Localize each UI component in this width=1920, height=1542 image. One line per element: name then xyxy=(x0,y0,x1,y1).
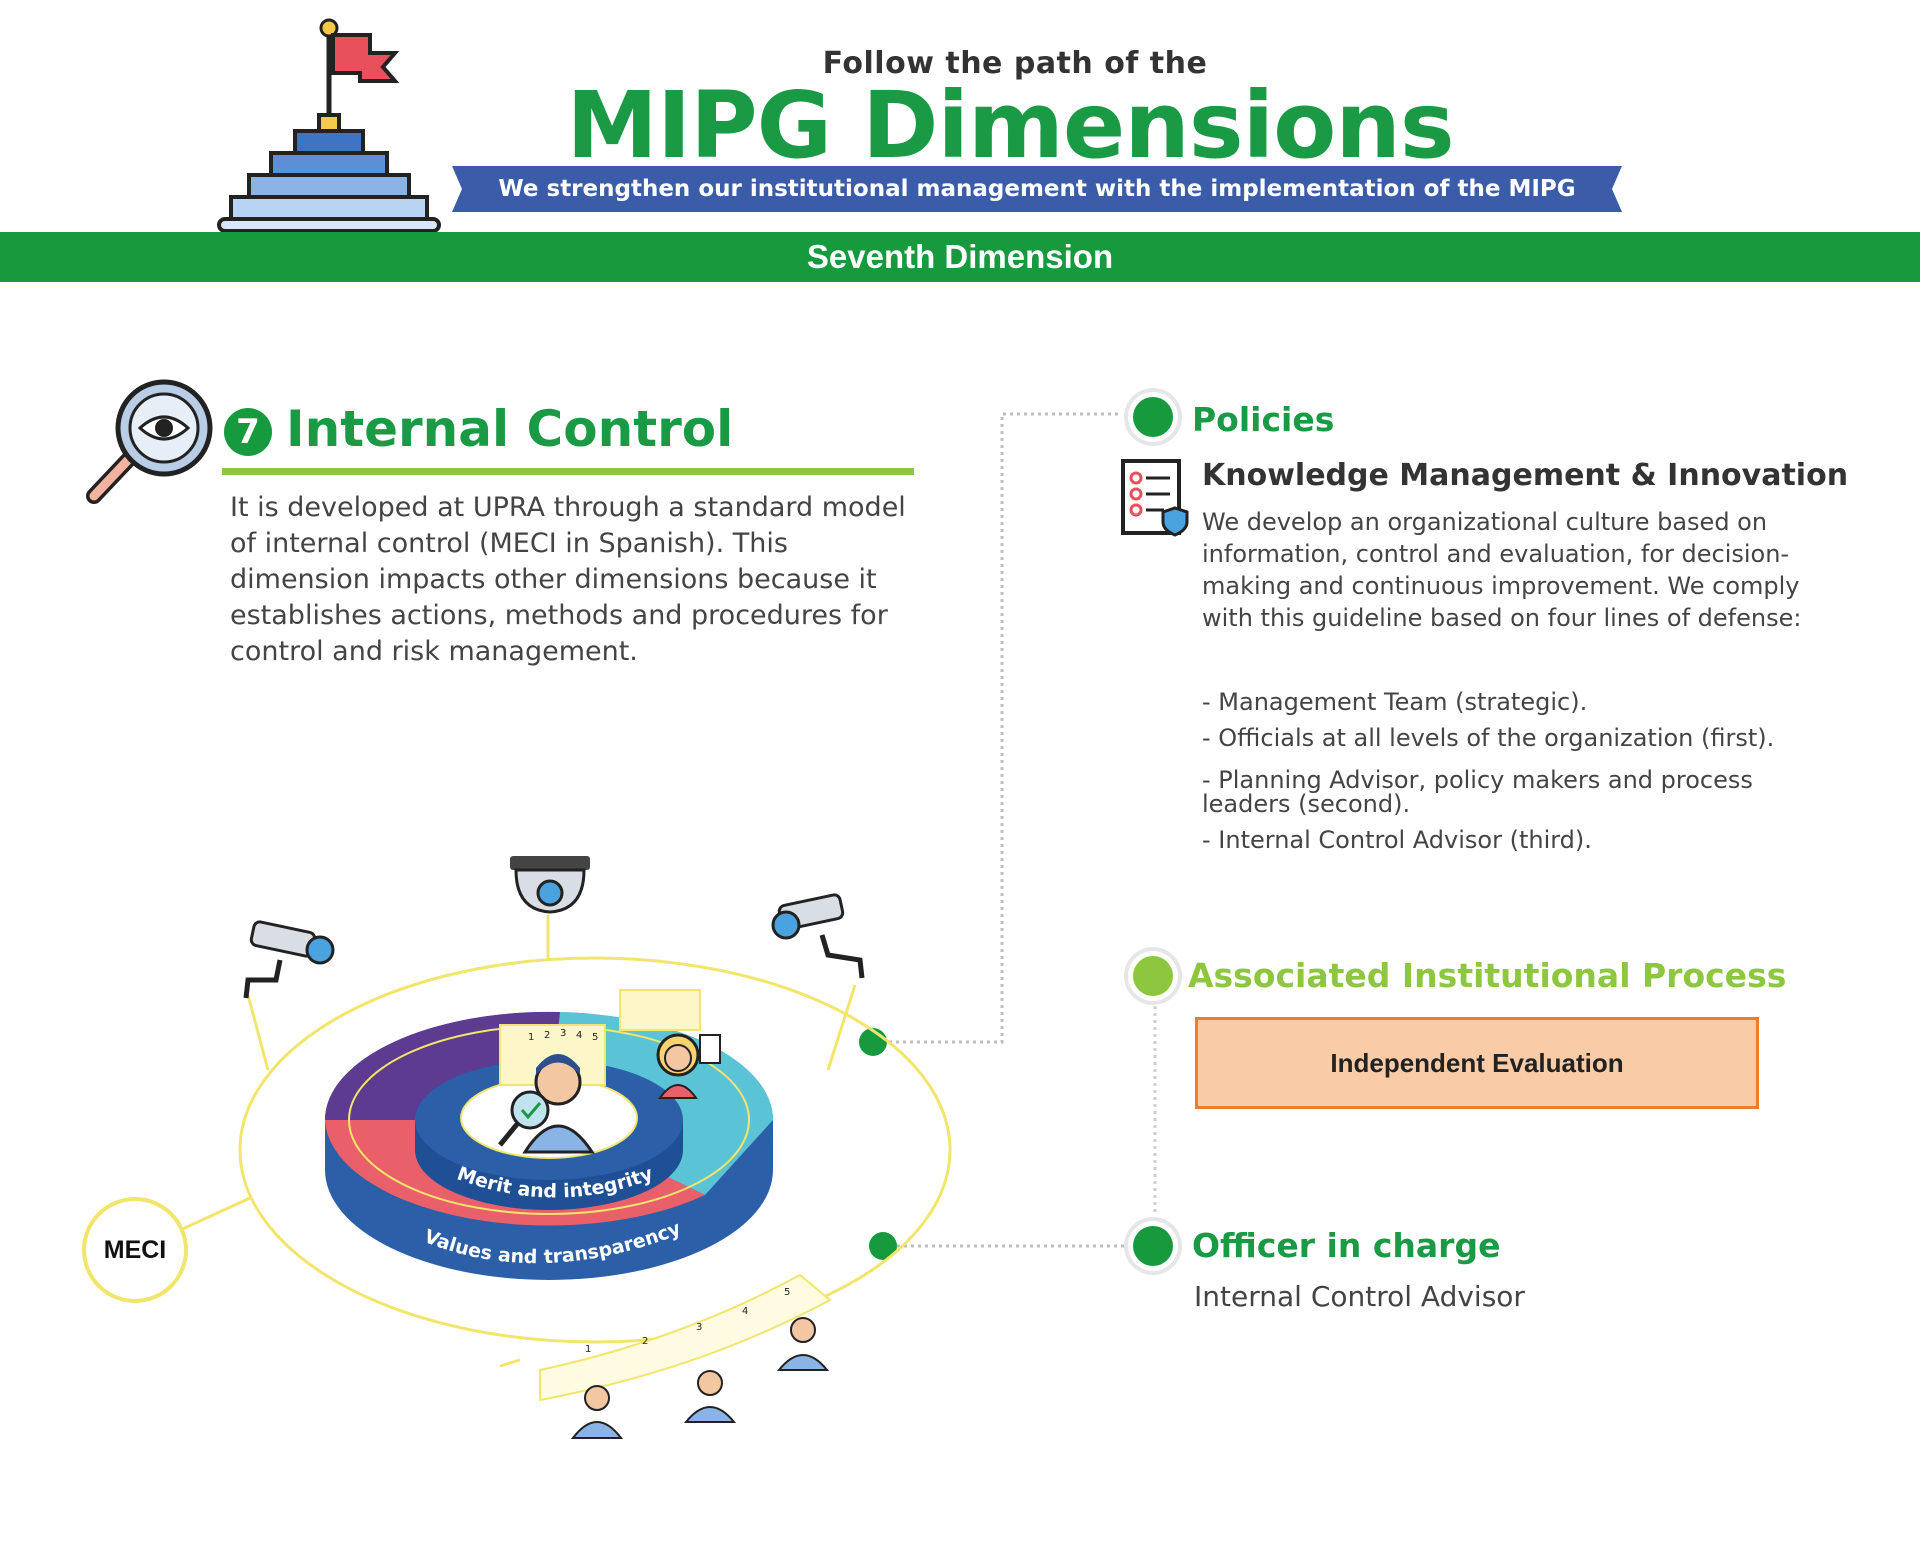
header-title: MIPG Dimensions xyxy=(566,72,1454,179)
outer-ellipse xyxy=(238,956,952,1344)
connector-dot-officer xyxy=(869,1232,897,1260)
security-camera-right-icon xyxy=(771,893,865,979)
svg-text:2: 2 xyxy=(642,1336,648,1347)
policy-name: Knowledge Management & Innovation xyxy=(1202,458,1849,493)
dimension-bar xyxy=(0,232,1920,282)
svg-text:1: 1 xyxy=(528,1032,534,1043)
meci-circle xyxy=(82,1197,188,1303)
defense-line-3: - Planning Advisor, policy makers and pr… xyxy=(1202,766,1753,818)
dimension-number: 7 xyxy=(224,408,272,456)
dome-camera-icon xyxy=(510,856,590,914)
officer-title: Officer in charge xyxy=(1192,1226,1501,1265)
svg-text:4: 4 xyxy=(742,1306,748,1317)
officer-name: Internal Control Advisor xyxy=(1194,1280,1525,1313)
process-name: Independent Evaluation xyxy=(1330,1048,1624,1078)
defense-line-1: - Management Team (strategic). xyxy=(1202,688,1588,716)
title-underline xyxy=(222,468,914,475)
policy-description: We develop an organizational culture bas… xyxy=(1202,508,1802,632)
person-icon-1 xyxy=(570,1385,624,1439)
header-ribbon xyxy=(452,166,1622,212)
header-ribbon-text: We strengthen our institutional manageme… xyxy=(498,176,1576,202)
person-icon-2 xyxy=(683,1370,737,1423)
svg-text:5: 5 xyxy=(592,1032,598,1043)
policies-title: Policies xyxy=(1192,400,1335,439)
svg-text:1: 1 xyxy=(585,1344,591,1355)
internal-control-description: It is developed at UPRA through a standa… xyxy=(230,492,906,667)
svg-text:4: 4 xyxy=(576,1030,582,1041)
svg-text:5: 5 xyxy=(784,1287,790,1298)
svg-text:3: 3 xyxy=(560,1028,566,1039)
person-icon-3 xyxy=(776,1317,830,1371)
process-box xyxy=(1195,1017,1759,1109)
security-camera-left-icon xyxy=(243,920,335,999)
header-subtitle: Follow the path of the xyxy=(822,46,1208,81)
person-magnifier-icon xyxy=(498,1054,595,1154)
internal-control-title: Internal Control xyxy=(286,400,734,458)
defense-line-2: - Officials at all levels of the organiz… xyxy=(1202,724,1775,752)
pyramid-flag-icon xyxy=(217,18,441,233)
process-title: Associated Institutional Process xyxy=(1188,956,1787,995)
svg-text:3: 3 xyxy=(696,1322,702,1333)
meci-label: MECI xyxy=(103,1236,167,1264)
bottom-scale: 1 2 3 4 5 xyxy=(499,1273,832,1402)
dimension-label: Seventh Dimension xyxy=(806,238,1114,275)
analyst-icon xyxy=(656,1033,721,1099)
meci-diagram: Merit and integrity Values and transpare… xyxy=(175,856,952,1439)
policies-bullet xyxy=(1124,388,1182,446)
defense-line-4: - Internal Control Advisor (third). xyxy=(1202,826,1592,854)
checklist-shield-icon xyxy=(1121,459,1189,537)
officer-bullet xyxy=(1124,1217,1182,1275)
process-bullet xyxy=(1124,947,1182,1005)
svg-text:2: 2 xyxy=(544,1030,550,1041)
magnifier-eye-icon xyxy=(86,379,213,504)
